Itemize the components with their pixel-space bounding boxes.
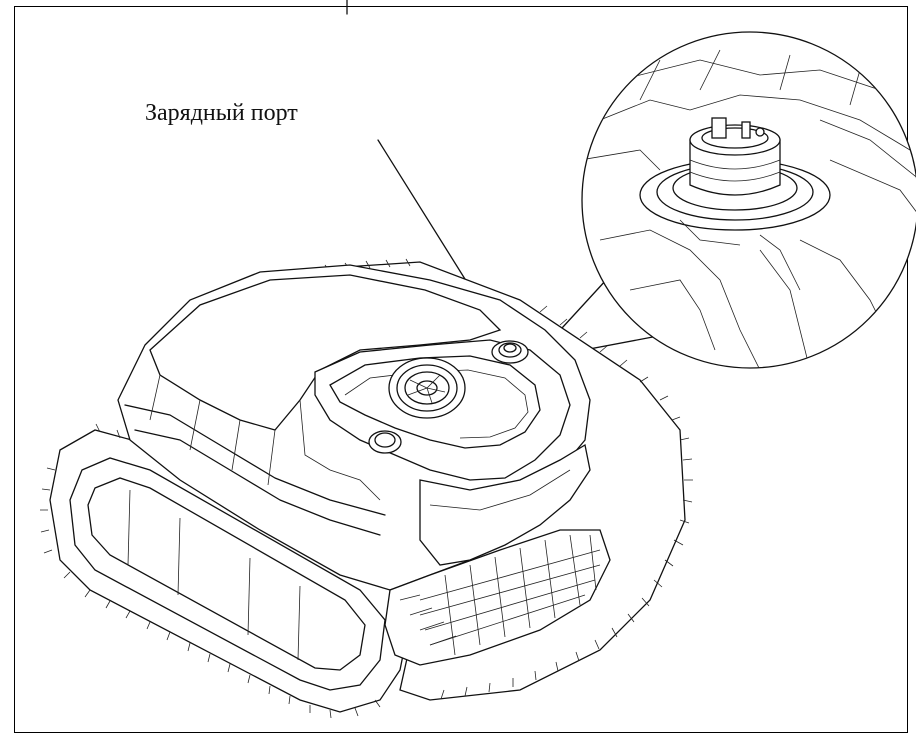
impeller-vent bbox=[388, 357, 466, 419]
charging-port-detail-magnifier bbox=[581, 31, 916, 369]
figure-frame bbox=[14, 6, 908, 733]
robot-body bbox=[40, 258, 693, 719]
charging-port bbox=[491, 340, 529, 364]
charging-port-label: Зарядный порт bbox=[145, 100, 298, 126]
top-cover bbox=[149, 274, 502, 431]
front-button bbox=[368, 430, 402, 454]
brush-roller bbox=[384, 529, 611, 666]
